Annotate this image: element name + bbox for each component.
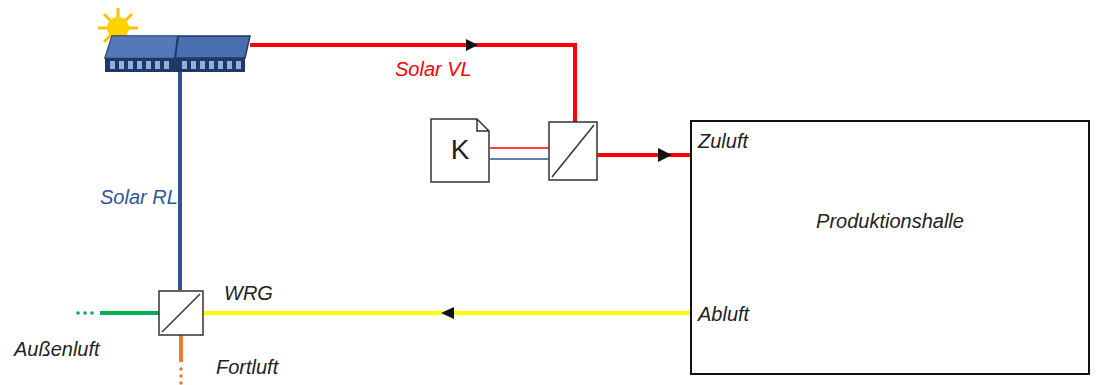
exhaust-air-line [204,307,690,319]
node-label: K [451,135,470,166]
node-label: Abluft [698,303,749,325]
supply-air-line [597,153,690,157]
node-label: WRG [224,282,273,304]
return-label: Solar RL [100,186,178,208]
node-label: Zuluft [698,130,748,152]
heat-recovery-exchanger: WRG [158,290,204,336]
document-box: K [430,118,490,183]
solar-return-line [178,72,182,290]
node-label: Produktionshalle [816,210,964,232]
solar-flow-line [250,45,575,122]
heat-exchanger [549,122,597,180]
flow-label: Solar VL [395,58,472,80]
hall-box: ZuluftProduktionshalleAbluft [690,120,1090,375]
air-label: Außenluft [14,338,100,360]
air-label: Fortluft [216,356,278,378]
solar-collector [105,36,250,72]
exchanger-outline [158,290,204,336]
